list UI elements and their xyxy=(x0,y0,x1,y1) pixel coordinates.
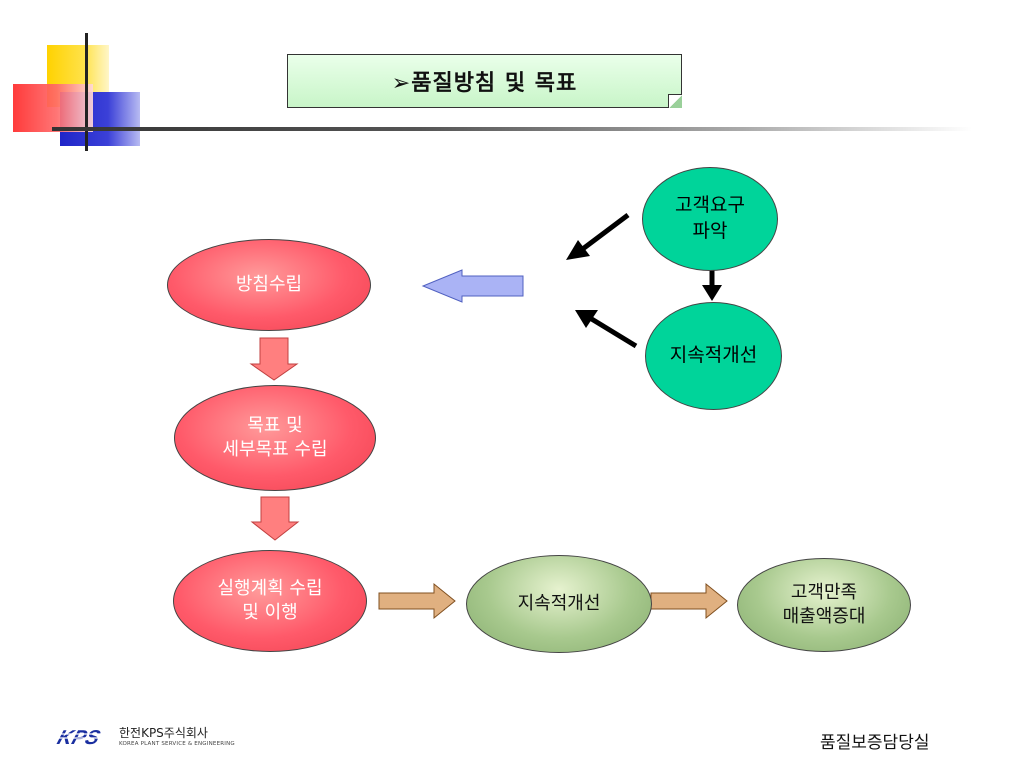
node-improve-bottom-label: 지속적개선 xyxy=(517,592,601,614)
arrow-improve-to-satisfaction xyxy=(650,582,728,620)
node-customer-needs-label: 고객요구 파악 xyxy=(675,194,745,242)
decor-vertical-line xyxy=(85,33,88,151)
node-improve-top: 지속적개선 xyxy=(645,302,782,410)
arrow-to-policy xyxy=(421,269,524,303)
node-satisfaction: 고객만족 매출액증대 xyxy=(737,558,911,652)
kps-logo-mark: KPS xyxy=(55,726,104,748)
node-execution: 실행계획 수립 및 이행 xyxy=(173,550,367,652)
node-customer-needs: 고객요구 파악 xyxy=(642,167,778,271)
slide-title: ➢품질방침 및 목표 xyxy=(391,71,578,96)
arrow-needs-to-improve xyxy=(702,268,722,301)
arrow-improve-to-merge xyxy=(575,310,638,349)
node-goals: 목표 및 세부목표 수립 xyxy=(174,385,376,491)
node-execution-label: 실행계획 수립 및 이행 xyxy=(217,577,323,623)
decor-red-square xyxy=(13,84,93,132)
node-improve-top-label: 지속적개선 xyxy=(669,344,758,367)
slide-title-box: ➢품질방침 및 목표 xyxy=(287,54,682,108)
node-policy: 방침수립 xyxy=(167,239,371,331)
department-name: 품질보증담당실 xyxy=(820,733,930,753)
arrow-execution-to-improve xyxy=(378,582,456,620)
arrow-goals-to-execution xyxy=(250,496,300,541)
company-name: 한전KPS주식회사 xyxy=(119,726,208,740)
kps-logo-icon: KPS xyxy=(55,726,114,748)
node-satisfaction-label: 고객만족 매출액증대 xyxy=(782,581,866,627)
company-sub: KOREA PLANT SERVICE & ENGINEERING xyxy=(119,741,235,747)
title-box-folded-corner xyxy=(668,94,682,108)
header-divider-line xyxy=(52,127,972,131)
arrow-policy-to-goals xyxy=(249,337,299,381)
node-improve-bottom: 지속적개선 xyxy=(466,555,652,653)
node-goals-label: 목표 및 세부목표 수립 xyxy=(222,414,328,460)
node-policy-label: 방침수립 xyxy=(235,273,303,295)
arrow-needs-to-merge xyxy=(566,213,630,260)
